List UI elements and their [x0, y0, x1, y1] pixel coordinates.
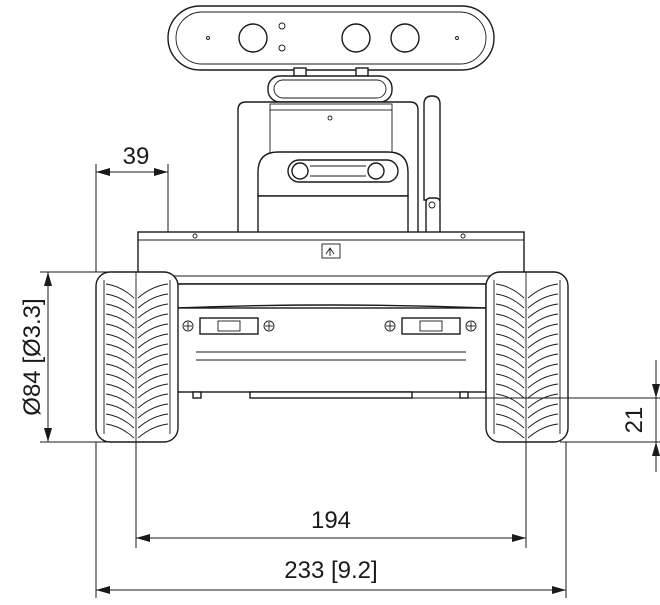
tread-groove — [137, 283, 169, 299]
tread-groove — [137, 393, 169, 409]
dimension-overall-width: 233 [9.2] — [95, 442, 567, 598]
tread-groove — [105, 313, 135, 329]
tread-groove — [527, 363, 559, 379]
left-wheel — [95, 271, 179, 443]
tread-groove — [105, 423, 135, 439]
tread-groove — [137, 313, 169, 329]
tread-groove — [105, 383, 135, 399]
tread-groove — [137, 423, 169, 439]
tread-groove — [495, 383, 525, 399]
wheel-track-label: 194 — [311, 507, 351, 534]
tread-groove — [137, 303, 169, 319]
tread-groove — [495, 313, 525, 329]
wheel-diameter-label: Ø84 [Ø3.3] — [19, 298, 46, 415]
overall-width-label: 233 [9.2] — [284, 557, 377, 584]
ground-clearance-label: 21 — [621, 407, 648, 434]
tread-groove — [527, 413, 559, 429]
dimension-wheel-diameter: Ø84 [Ø3.3] — [19, 271, 110, 443]
antenna — [423, 95, 441, 237]
tread-groove — [495, 423, 525, 439]
dimension-wheel-track: 194 — [135, 442, 527, 548]
tread-groove — [105, 373, 135, 389]
tread-groove — [137, 333, 169, 349]
tread-groove — [495, 413, 525, 429]
tread-groove — [527, 323, 559, 339]
tread-groove — [527, 303, 559, 319]
tread-groove — [105, 353, 135, 369]
tread-groove — [105, 343, 135, 359]
tread-groove — [105, 363, 135, 379]
tread-groove — [527, 343, 559, 359]
tread-groove — [527, 383, 559, 399]
tread-groove — [495, 403, 525, 419]
tread-groove — [137, 373, 169, 389]
right-wheel — [485, 271, 569, 443]
tread-groove — [137, 353, 169, 369]
tread-groove — [495, 303, 525, 319]
tread-groove — [495, 283, 525, 299]
tread-groove — [527, 403, 559, 419]
tread-groove — [527, 353, 559, 369]
tread-groove — [105, 283, 135, 299]
tread-groove — [495, 373, 525, 389]
tread-groove — [105, 293, 135, 309]
tread-groove — [137, 383, 169, 399]
tread-groove — [527, 313, 559, 329]
tread-groove — [495, 363, 525, 379]
tread-groove — [137, 343, 169, 359]
chassis — [137, 231, 525, 399]
tread-groove — [495, 343, 525, 359]
camera-mount — [267, 67, 393, 103]
tread-groove — [495, 293, 525, 309]
upper-body — [237, 101, 419, 235]
tread-groove — [527, 283, 559, 299]
tread-groove — [527, 373, 559, 389]
tread-groove — [137, 403, 169, 419]
tread-groove — [495, 333, 525, 349]
tread-groove — [527, 333, 559, 349]
tread-groove — [495, 323, 525, 339]
tread-groove — [495, 353, 525, 369]
tread-groove — [137, 413, 169, 429]
dimension-top-offset: 39 — [95, 143, 169, 272]
tread-groove — [105, 393, 135, 409]
dimension-ground-clearance: 21 — [412, 360, 660, 472]
tread-groove — [105, 333, 135, 349]
tread-groove — [105, 413, 135, 429]
depth-camera — [167, 5, 495, 71]
tread-groove — [137, 363, 169, 379]
tread-groove — [137, 323, 169, 339]
tread-groove — [527, 423, 559, 439]
tread-groove — [105, 303, 135, 319]
tread-groove — [105, 403, 135, 419]
tread-groove — [137, 293, 169, 309]
top-offset-label: 39 — [123, 143, 150, 170]
tread-groove — [527, 293, 559, 309]
tread-groove — [105, 323, 135, 339]
